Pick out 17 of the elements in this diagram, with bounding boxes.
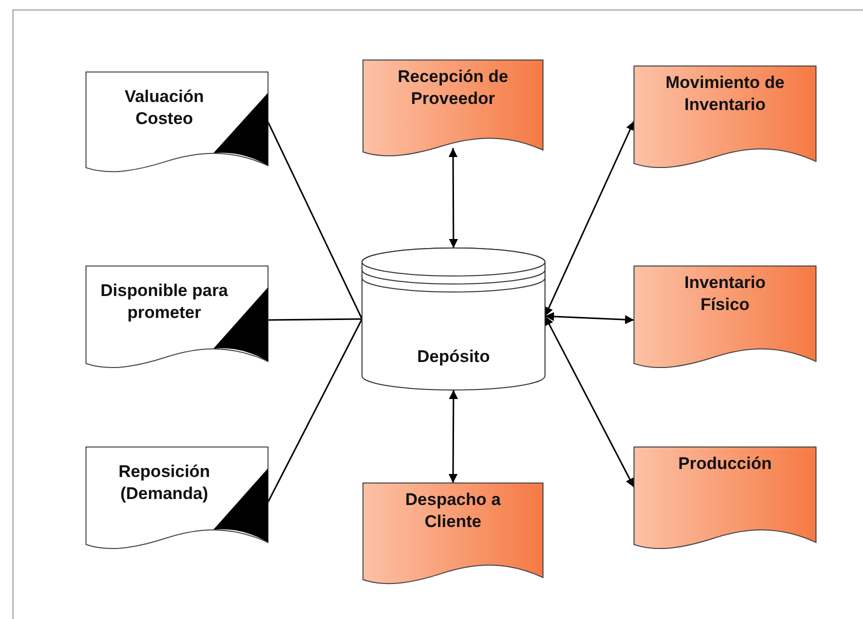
node-label: Depósito [416, 346, 491, 368]
arrow [544, 312, 634, 324]
node-label: Producción [677, 453, 773, 475]
connector-line [267, 122, 363, 320]
node-label: Movimiento de Inventario [665, 72, 785, 116]
node-label: Reposición (Demanda) [117, 461, 212, 505]
arrow [544, 316, 635, 488]
node-label: Recepción de Proveedor [396, 66, 510, 110]
connector-line [268, 318, 362, 321]
node-label: Despacho a Cliente [404, 489, 502, 533]
arrow [448, 390, 458, 483]
node-label: Disponible para prometer [99, 280, 230, 324]
connector-line [267, 318, 363, 502]
node-label: Inventario Físico [683, 272, 767, 316]
node-label: Valuación Costeo [124, 86, 205, 130]
arrow [448, 148, 458, 248]
arrow [544, 120, 635, 316]
